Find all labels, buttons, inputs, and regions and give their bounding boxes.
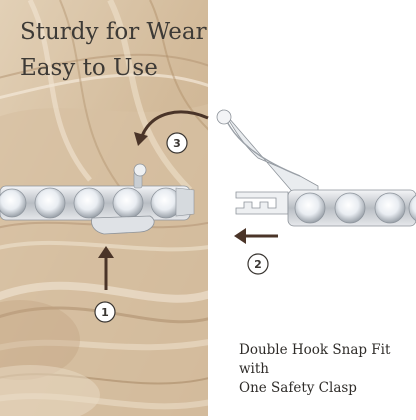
step-2-label: 2 (254, 258, 262, 271)
step-3-label: 3 (173, 137, 181, 150)
feature-caption: Double Hook Snap Fit with One Safety Cla… (239, 341, 390, 398)
bracelet-right-segment (216, 109, 416, 227)
step-marker-3: 3 (166, 132, 188, 154)
bracelet-left-segment (0, 163, 195, 235)
step-marker-1: 1 (94, 301, 116, 323)
headline-line-2: Easy to Use (20, 55, 158, 81)
arrow-left-icon (234, 228, 278, 244)
caption-line-3: One Safety Clasp (239, 380, 357, 396)
caption-line-2: with (239, 361, 269, 377)
step-marker-2: 2 (247, 253, 269, 275)
caption-line-1: Double Hook Snap Fit (239, 342, 391, 358)
arrow-up-icon (98, 246, 114, 290)
curved-arrow-icon (134, 110, 209, 146)
headline: Sturdy for Wear Easy to Use (20, 14, 207, 86)
headline-line-1: Sturdy for Wear (20, 19, 207, 45)
step-1-label: 1 (101, 306, 109, 319)
